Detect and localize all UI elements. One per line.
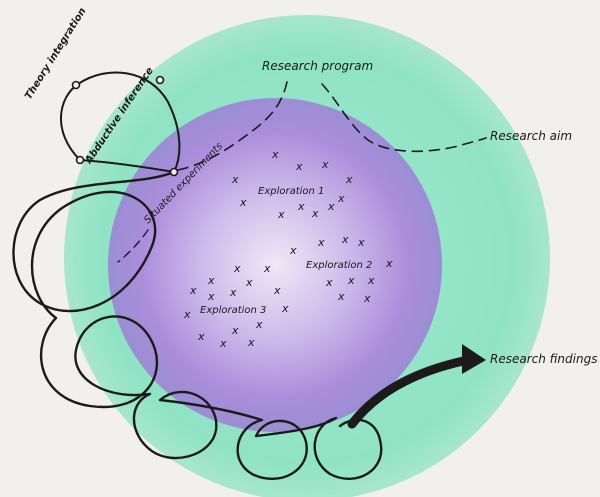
marker: x <box>321 158 329 171</box>
marker: x <box>189 284 197 297</box>
findings-arrow-head <box>462 344 486 374</box>
marker: x <box>229 286 237 299</box>
marker: x <box>263 262 271 275</box>
marker: x <box>337 192 345 205</box>
marker: x <box>385 257 393 270</box>
marker: x <box>311 207 319 220</box>
marker: x <box>197 330 205 343</box>
marker: x <box>255 318 263 331</box>
marker: x <box>295 160 303 173</box>
node-loop-join <box>169 167 179 177</box>
marker: x <box>317 236 325 249</box>
marker: x <box>337 290 345 303</box>
marker: x <box>347 274 355 287</box>
wander-path <box>12 170 383 480</box>
marker: x <box>245 276 253 289</box>
marker: x <box>271 148 279 161</box>
research-program-dash-left <box>177 81 288 171</box>
marker: x <box>363 292 371 305</box>
marker: x <box>367 274 375 287</box>
marker: x <box>219 337 227 350</box>
inner-circle <box>108 98 442 432</box>
marker: x <box>289 244 297 257</box>
research-program-dash-right <box>321 83 487 153</box>
label-exploration-1: Exploration 1 <box>258 186 324 197</box>
label-research-program: Research program <box>262 59 373 73</box>
marker: x <box>183 308 191 321</box>
label-research-findings: Research findings <box>490 352 597 366</box>
marker: x <box>281 302 289 315</box>
marker: x <box>345 173 353 186</box>
marker: x <box>325 276 333 289</box>
marker: x <box>297 200 305 213</box>
marker: x <box>341 233 349 246</box>
marker: x <box>357 236 365 249</box>
label-research-aim: Research aim <box>490 129 572 143</box>
marker: x <box>231 324 239 337</box>
findings-arrow-shaft <box>347 355 473 429</box>
theory-loop <box>60 71 181 173</box>
marker: x <box>239 196 247 209</box>
marker: x <box>233 262 241 275</box>
label-exploration-2: Exploration 2 <box>306 260 372 271</box>
marker: x <box>231 173 239 186</box>
label-exploration-3: Exploration 3 <box>200 305 266 316</box>
node-situated-experiments <box>75 155 85 165</box>
node-abductive-inference <box>155 75 165 85</box>
marker: x <box>207 290 215 303</box>
marker: x <box>247 336 255 349</box>
marker: x <box>273 284 281 297</box>
situated-experiments-dash <box>117 229 149 263</box>
marker: x <box>277 208 285 221</box>
node-theory-integration <box>71 80 81 90</box>
marker: x <box>207 274 215 287</box>
marker: x <box>327 200 335 213</box>
